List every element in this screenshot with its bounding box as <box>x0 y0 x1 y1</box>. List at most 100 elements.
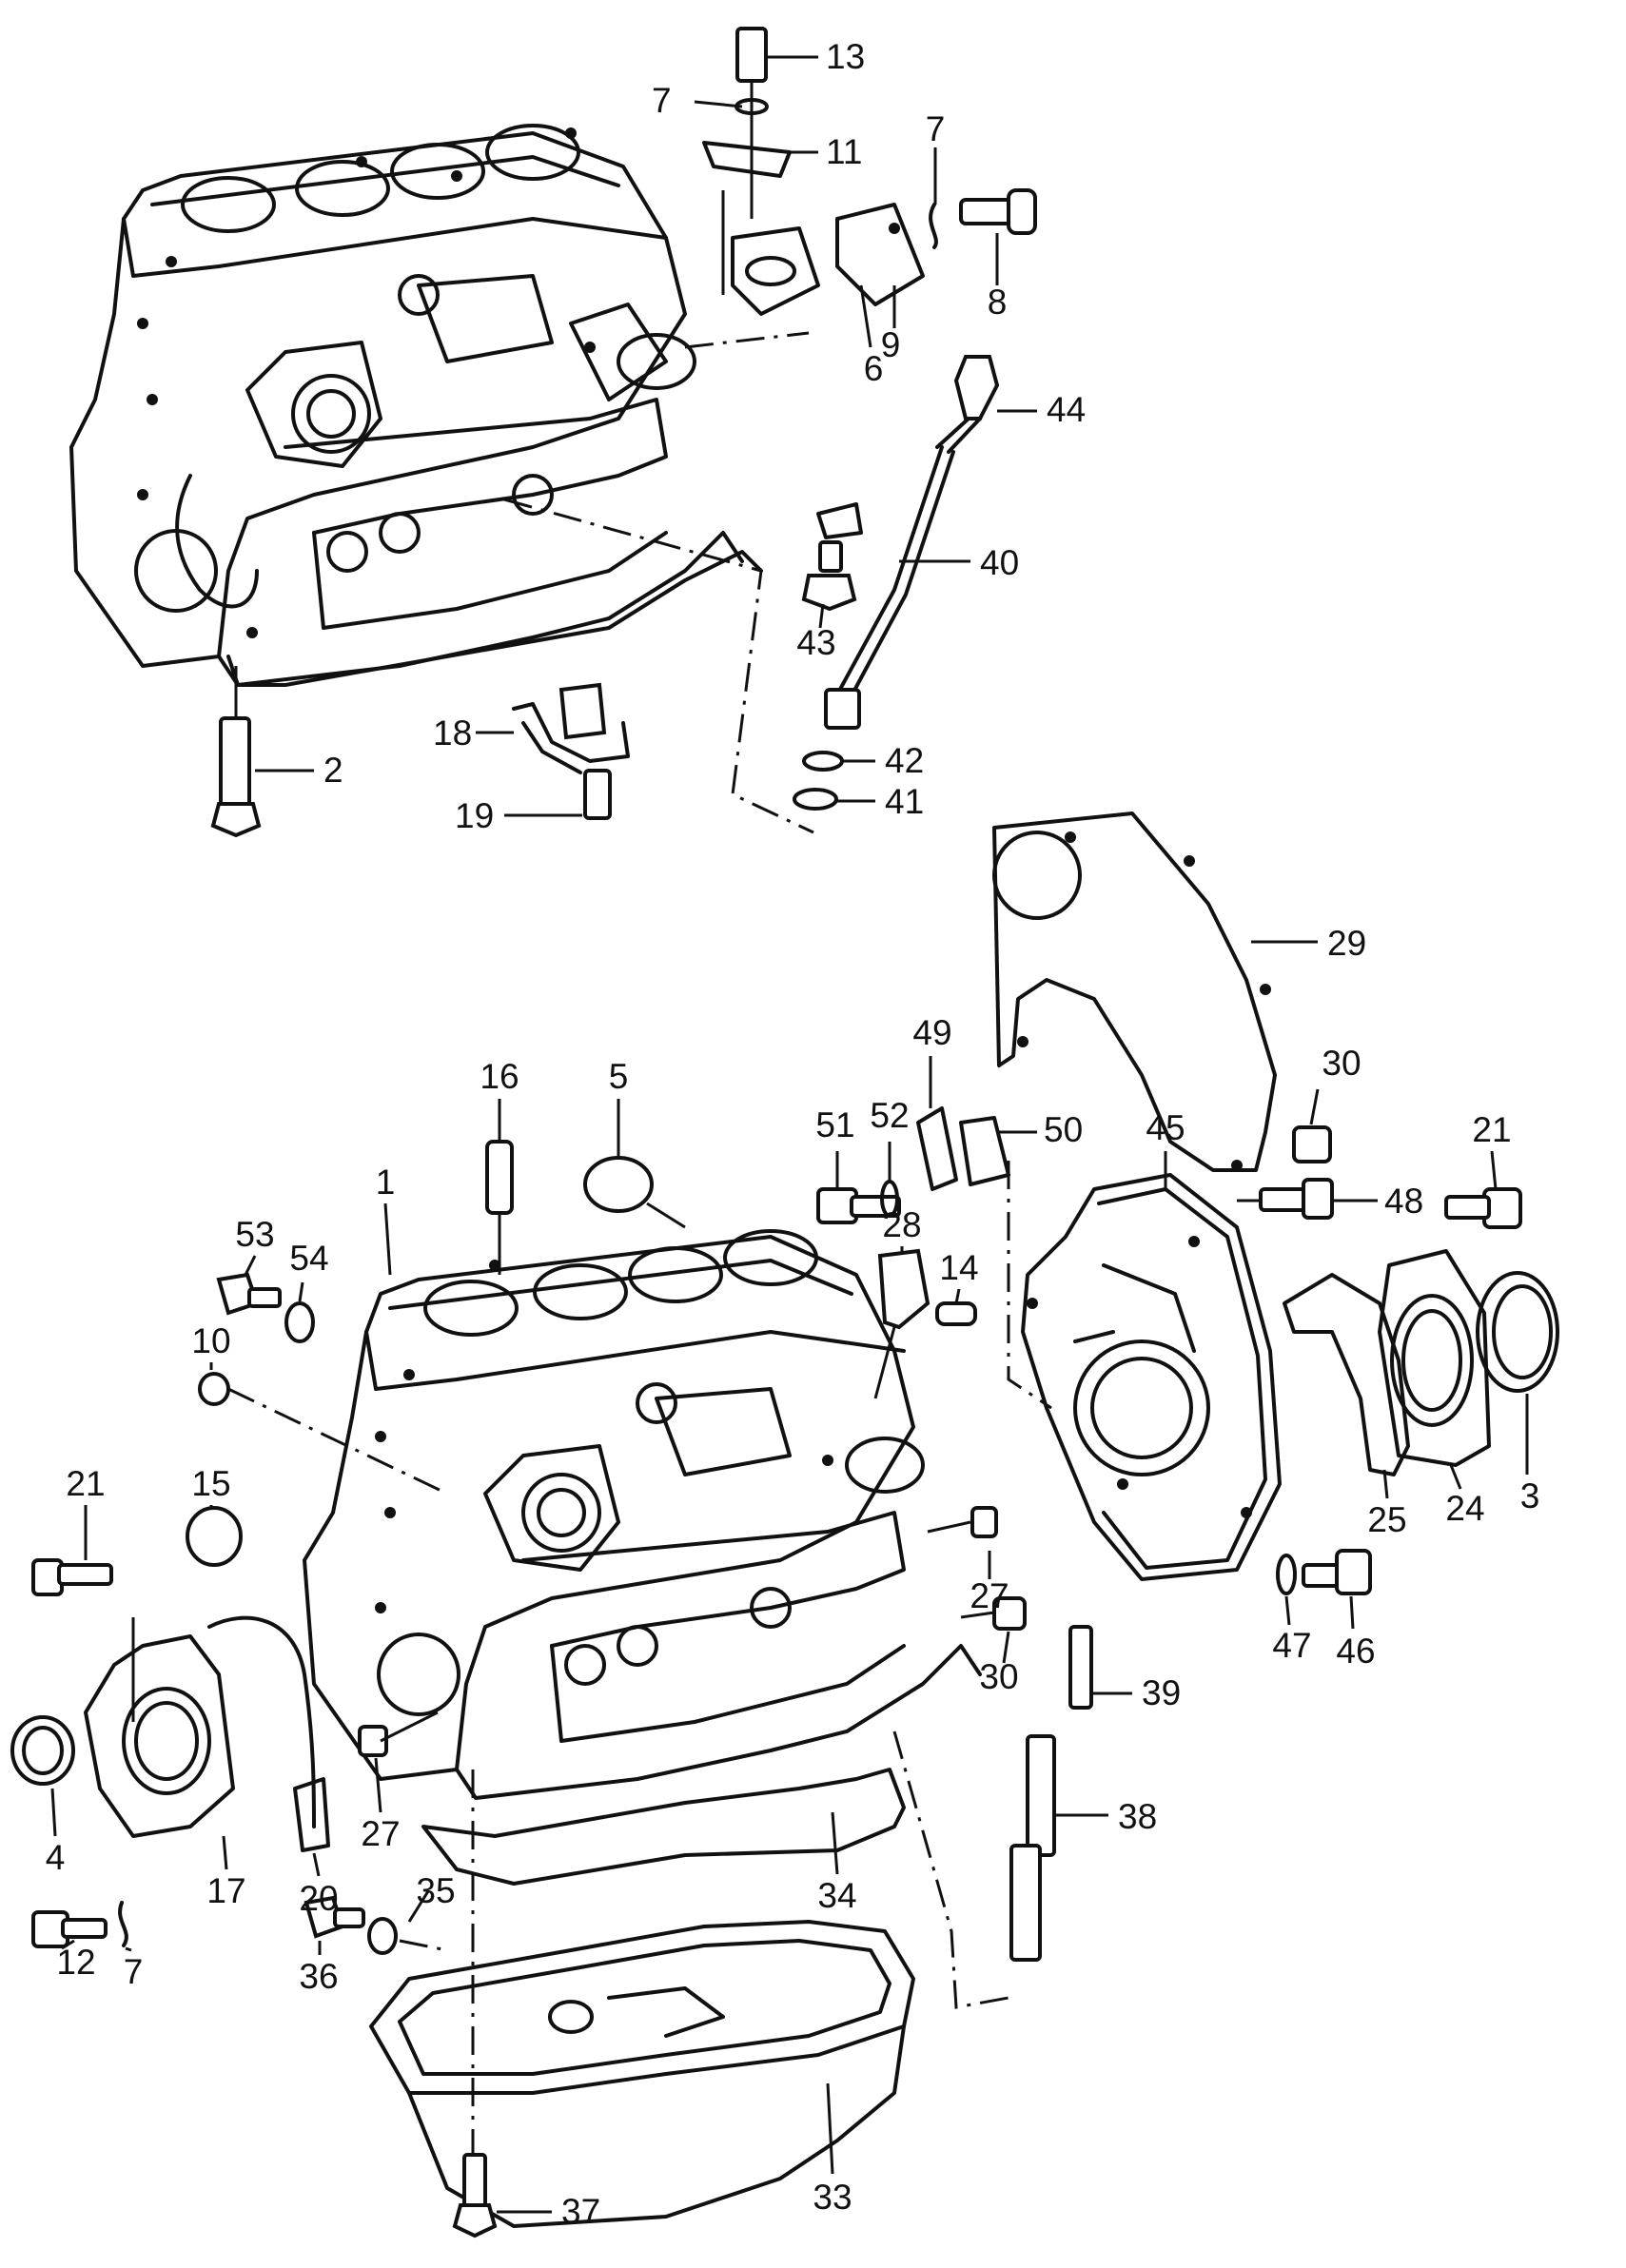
oil-pan <box>369 1920 915 2228</box>
upper-cylinder-block <box>69 124 763 687</box>
gasket-leader-line <box>1382 1469 1389 1499</box>
gasket-leader-line <box>312 1852 321 1877</box>
upper-cover-parts <box>702 27 1037 316</box>
seal-flange-callout-label: 17 <box>206 1871 245 1910</box>
dowel-sleeve-leader-line <box>1309 1088 1320 1125</box>
washer-callout-label: 47 <box>1272 1626 1311 1665</box>
bolt-callout-label: 46 <box>1336 1632 1375 1671</box>
oil-tubes <box>892 1625 1093 2009</box>
intermediate-plate <box>1021 1173 1282 1581</box>
seal-callout-label: 35 <box>416 1871 455 1910</box>
bolt-callout-label: 2 <box>323 751 343 790</box>
bolt-callout-label: 21 <box>1472 1110 1511 1149</box>
bracket-callout-label: 49 <box>912 1013 951 1052</box>
drain-plug-callout-label: 36 <box>299 1957 338 1996</box>
bolt-callout-label: 48 <box>1384 1182 1423 1221</box>
bolt-callout-label: 37 <box>561 2192 600 2231</box>
gasket-callout-label: 50 <box>1044 1110 1083 1149</box>
gasket-callout-label: 20 <box>299 1879 338 1918</box>
bracket-callout-label: 11 <box>826 132 862 171</box>
gasket-callout-label: 9 <box>881 325 901 364</box>
bolt-callout-label: 21 <box>66 1464 105 1503</box>
guide-line <box>684 331 810 349</box>
cylinder-block-callout-label: 1 <box>376 1163 396 1202</box>
sleeve-callout-label: 16 <box>480 1057 519 1096</box>
dowel-sleeve-leader-line <box>1002 1631 1010 1664</box>
seal-leader-line <box>50 1788 57 1837</box>
seal-flange-callout-label: 24 <box>1445 1489 1484 1528</box>
plug-callout-label: 10 <box>191 1321 230 1360</box>
washer-leader-line <box>694 100 743 108</box>
seal-35 <box>367 1917 398 1955</box>
dipstick-assembly <box>793 355 1000 811</box>
bolt-leader-line <box>61 1939 75 1950</box>
sleeve-leader-line <box>954 1288 961 1304</box>
callout-leaders <box>50 55 1529 2214</box>
bolt-callout-label: 19 <box>455 796 494 835</box>
cover-plate-leader-line <box>859 284 872 348</box>
seal-flange-leader-line <box>222 1835 228 1870</box>
bolt-callout-label: 13 <box>826 37 865 76</box>
plug-callout-label: 5 <box>609 1057 629 1096</box>
washer-callout-label: 7 <box>926 109 946 148</box>
oil-pan-gasket <box>421 1768 906 1886</box>
dowel-sleeve-callout-label: 27 <box>970 1576 1009 1615</box>
seal-leader-line <box>407 1890 430 1923</box>
rear-seal-parts <box>1283 1187 1559 1476</box>
plug-callout-label: 53 <box>235 1215 274 1254</box>
washer-callout-label: 7 <box>652 81 672 120</box>
sleeve-callout-label: 14 <box>939 1248 978 1287</box>
gasket-leader-line <box>831 1811 839 1875</box>
bolt-37 <box>462 2153 487 2209</box>
dowel-sleeve-callout-label: 30 <box>979 1657 1018 1696</box>
nut-callout-label: 43 <box>796 623 835 662</box>
bolt-46-head <box>1335 1549 1372 1595</box>
oil-spray-jet-parts <box>210 666 630 838</box>
cap-callout-label: 15 <box>191 1464 230 1503</box>
seal-callout-label: 54 <box>289 1239 328 1278</box>
washer-leader-line <box>1284 1595 1291 1626</box>
seal-callout-label: 3 <box>1520 1476 1540 1515</box>
cylinder-block-leader-line <box>383 1202 392 1276</box>
seal-callout-label: 4 <box>46 1838 66 1877</box>
washer-callout-label: 7 <box>124 1952 144 1991</box>
lower-cylinder-block <box>303 1229 982 1800</box>
tube-callout-label: 38 <box>1118 1797 1157 1836</box>
rear-cover-plate <box>992 811 1332 1172</box>
washer-callout-label: 52 <box>870 1096 909 1135</box>
intermediate-plate-callout-label: 45 <box>1146 1108 1185 1147</box>
guide-line <box>503 498 814 834</box>
seal-leader-line <box>298 1281 304 1302</box>
bolt-leader-line <box>1490 1150 1498 1190</box>
sender-callout-label: 28 <box>882 1205 921 1244</box>
gasket-callout-label: 25 <box>1367 1500 1406 1539</box>
front-seal-parts <box>10 1558 439 1948</box>
bolt-48-head <box>1302 1178 1334 1220</box>
seal-flange-leader-line <box>1449 1464 1462 1490</box>
dowel-sleeve-callout-label: 30 <box>1322 1044 1361 1083</box>
dowel-sleeve-leader-line <box>374 1757 382 1813</box>
bolt-callout-label: 51 <box>815 1105 854 1144</box>
bolt-callout-label: 8 <box>988 283 1008 322</box>
gasket-callout-label: 34 <box>817 1876 856 1915</box>
washer-leader-line <box>125 1946 132 1952</box>
tube-callout-label: 39 <box>1142 1673 1181 1712</box>
oil-pan-leader-line <box>826 2082 834 2175</box>
oil-spray-jet-callout-label: 18 <box>433 714 472 753</box>
cover-plate-callout-label: 6 <box>864 349 884 388</box>
dowel-sleeve-callout-label: 27 <box>361 1814 400 1853</box>
seal-callout-label: 41 <box>885 782 924 821</box>
plug-leader-line <box>244 1255 257 1276</box>
dipstick-tube-callout-label: 40 <box>980 543 1019 582</box>
bolt-callout-label: 12 <box>56 1943 95 1982</box>
bracket-parts <box>816 1106 1052 1410</box>
oil-pan-callout-label: 33 <box>813 2178 852 2217</box>
o-ring-callout-label: 42 <box>885 741 924 780</box>
washer-47 <box>1276 1554 1297 1595</box>
nut-leader-line <box>818 603 825 629</box>
cover-plate-callout-label: 29 <box>1327 924 1366 963</box>
bolt-leader-line <box>1349 1595 1355 1630</box>
dipstick-callout-label: 44 <box>1047 390 1086 429</box>
